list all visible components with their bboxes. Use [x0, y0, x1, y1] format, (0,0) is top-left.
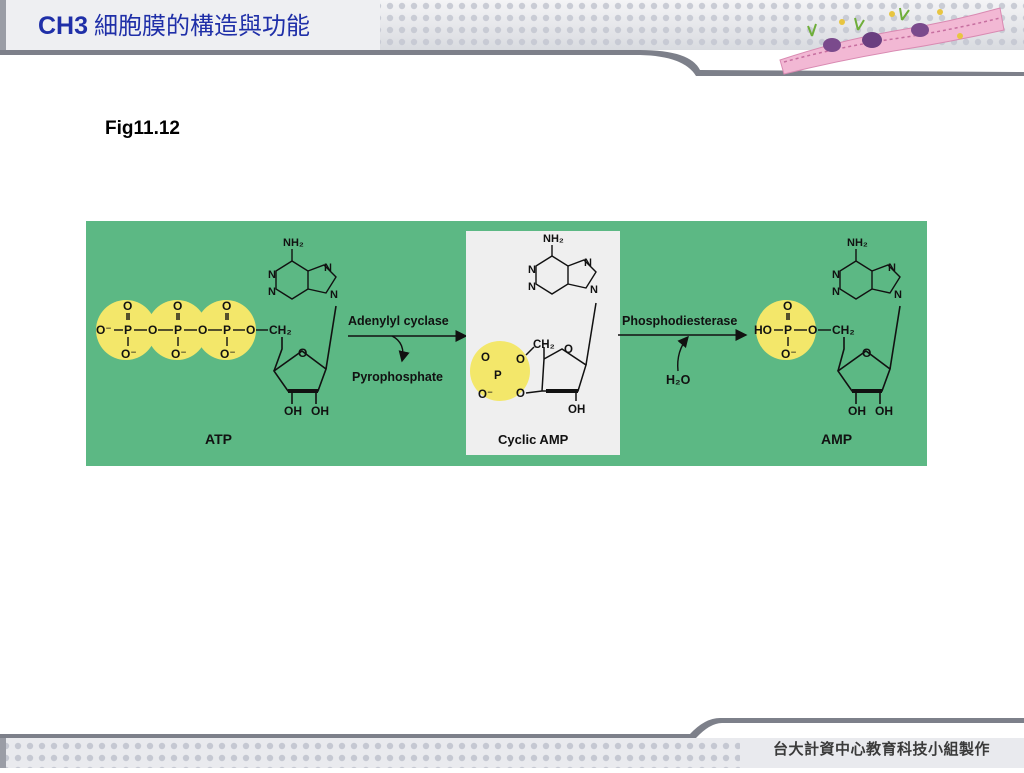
hydroxyl-label: OH: [875, 404, 893, 418]
atom-label: O: [481, 352, 490, 364]
cyclic-amp-molecule: O P O⁻ O O CH₂ O OH: [466, 231, 620, 455]
atom-label: O⁻: [781, 347, 797, 361]
footer-background: [0, 718, 1024, 768]
atom-label: CH₂: [533, 339, 555, 351]
atom-label: O: [516, 354, 525, 366]
atom-label: P: [174, 323, 182, 337]
camp-label: Cyclic AMP: [498, 432, 569, 447]
atom-label: P: [124, 323, 132, 337]
atom-label: O: [298, 346, 307, 360]
atom-label: N: [590, 284, 598, 296]
phosphate-highlight: [470, 341, 530, 401]
figure-label: Fig11.12: [105, 118, 180, 139]
atom-label: O: [123, 299, 132, 313]
hydroxyl-label: OH: [311, 404, 329, 418]
camp-synthesis-diagram: O⁻ P O P O P O CH₂ O O O O⁻ O⁻ O⁻: [86, 221, 927, 466]
hydroxyl-label: HO: [754, 323, 772, 337]
chapter-number: CH3: [38, 12, 89, 40]
atom-label: N: [584, 257, 592, 269]
enzyme-label: Adenylyl cyclase: [348, 314, 449, 328]
hydroxyl-label: OH: [284, 404, 302, 418]
amp-label: AMP: [821, 431, 852, 447]
header-background: [0, 0, 1024, 76]
amine-label: NH₂: [543, 233, 564, 245]
atom-label: O: [222, 299, 231, 313]
membrane-illustration: [779, 7, 1005, 75]
atom-label: N: [324, 262, 332, 274]
adenylyl-cyclase-reaction: Adenylyl cyclase Pyrophosphate: [348, 314, 468, 384]
atom-label: N: [330, 289, 338, 301]
atom-label: O: [198, 323, 207, 337]
amine-label: NH₂: [283, 237, 304, 249]
hydroxyl-label: OH: [848, 404, 866, 418]
atom-label: O: [783, 299, 792, 313]
enzyme-label: Phosphodiesterase: [622, 314, 737, 328]
atom-label: O⁻: [171, 347, 187, 361]
footer-credit: 台大計資中心教育科技小組製作: [772, 740, 990, 758]
atom-label: N: [528, 264, 536, 276]
page-title: CH3 細胞膜的構造與功能: [38, 6, 310, 42]
atp-label: ATP: [205, 431, 232, 447]
phosphodiesterase-reaction: Phosphodiesterase H₂O: [618, 314, 748, 387]
reactant-label: H₂O: [666, 373, 691, 387]
phosphate-highlight: [147, 300, 207, 360]
phosphate-highlight: [196, 300, 256, 360]
atom-label: O⁻: [96, 323, 112, 337]
atom-label: CH₂: [269, 323, 292, 337]
phosphate-highlight: [756, 300, 816, 360]
phosphate-highlight: [96, 300, 156, 360]
amp-molecule: HO P O CH₂ O O⁻ O OH: [754, 237, 902, 447]
atom-label: N: [268, 286, 276, 298]
amine-label: NH₂: [847, 237, 868, 249]
atom-label: CH₂: [832, 323, 855, 337]
atom-label: O: [173, 299, 182, 313]
atom-label: O: [516, 388, 525, 400]
footer-banner: [0, 716, 1024, 768]
atom-label: N: [894, 289, 902, 301]
header-banner: CH3 細胞膜的構造與功能: [0, 0, 1024, 76]
atom-label: O: [808, 323, 817, 337]
atom-label: O: [564, 344, 573, 356]
atom-label: N: [888, 262, 896, 274]
atom-label: P: [223, 323, 231, 337]
atom-label: O: [148, 323, 157, 337]
atom-label: N: [528, 281, 536, 293]
atom-label: N: [832, 286, 840, 298]
atom-label: O: [246, 323, 255, 337]
atom-label: O⁻: [121, 347, 137, 361]
atp-molecule: O⁻ P O P O P O CH₂ O O O O⁻ O⁻ O⁻: [96, 237, 338, 447]
hydroxyl-label: OH: [568, 404, 585, 416]
atom-label: P: [494, 370, 502, 382]
atom-label: P: [784, 323, 792, 337]
byproduct-label: Pyrophosphate: [352, 370, 443, 384]
atom-label: O⁻: [220, 347, 236, 361]
atom-label: O: [862, 346, 871, 360]
atom-label: O⁻: [478, 389, 493, 401]
atom-label: N: [832, 269, 840, 281]
atom-label: N: [268, 269, 276, 281]
chapter-title: 細胞膜的構造與功能: [94, 12, 311, 40]
diagram-canvas: O⁻ P O P O P O CH₂ O O O O⁻ O⁻ O⁻: [86, 221, 927, 466]
